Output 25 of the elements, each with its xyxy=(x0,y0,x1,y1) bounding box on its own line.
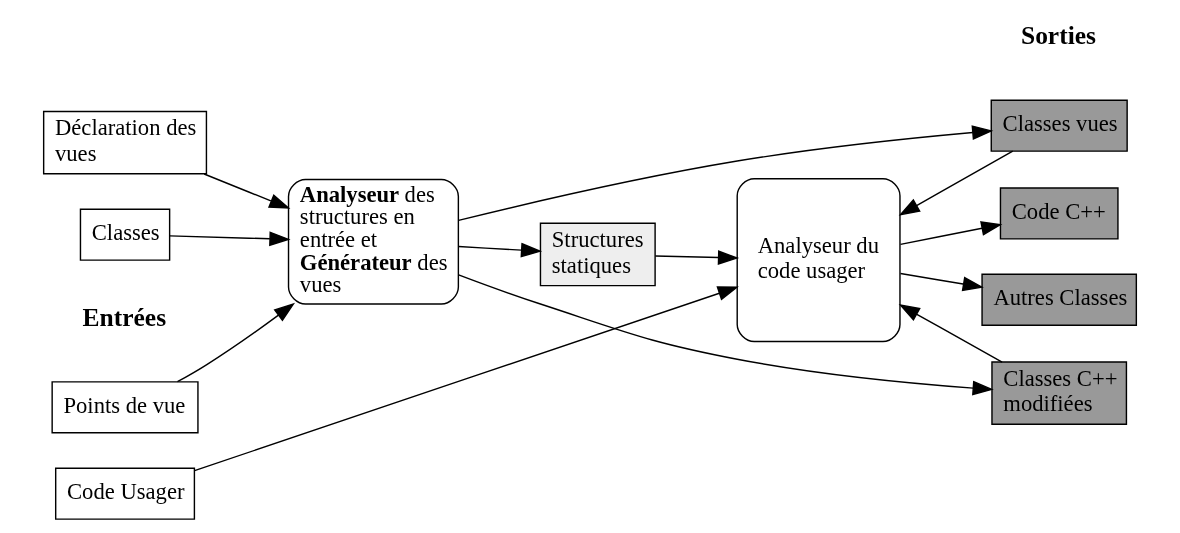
node-box: Structures statiques xyxy=(539,222,656,287)
arrow xyxy=(176,302,296,383)
node-box: Points de vue xyxy=(51,381,199,434)
node-box: Autres Classes xyxy=(981,273,1138,326)
arrow xyxy=(193,286,739,472)
label: Entrées xyxy=(82,302,167,332)
arrow xyxy=(654,250,740,265)
arrow xyxy=(899,272,984,292)
node-box: Classes C++ modifiées xyxy=(991,361,1128,426)
node-box: Code C++ xyxy=(999,187,1119,240)
arrow xyxy=(898,304,1003,363)
node-box: Classes xyxy=(79,208,171,261)
arrow xyxy=(457,125,994,222)
arrow xyxy=(169,231,291,247)
arrow xyxy=(457,274,994,396)
node-box: Code Usager xyxy=(55,467,196,520)
node-box: Classes vues xyxy=(990,99,1128,152)
arrow xyxy=(898,150,1014,216)
arrow xyxy=(457,242,543,258)
node-box: Analyseur des structures en entrée et Générateur des vues xyxy=(287,178,460,305)
arrow xyxy=(203,173,291,209)
node-box: Déclaration des vues xyxy=(42,110,208,175)
arrow xyxy=(899,221,1003,246)
label: Sorties xyxy=(1020,21,1096,51)
node-box: Analyseur du code usager xyxy=(736,178,901,343)
